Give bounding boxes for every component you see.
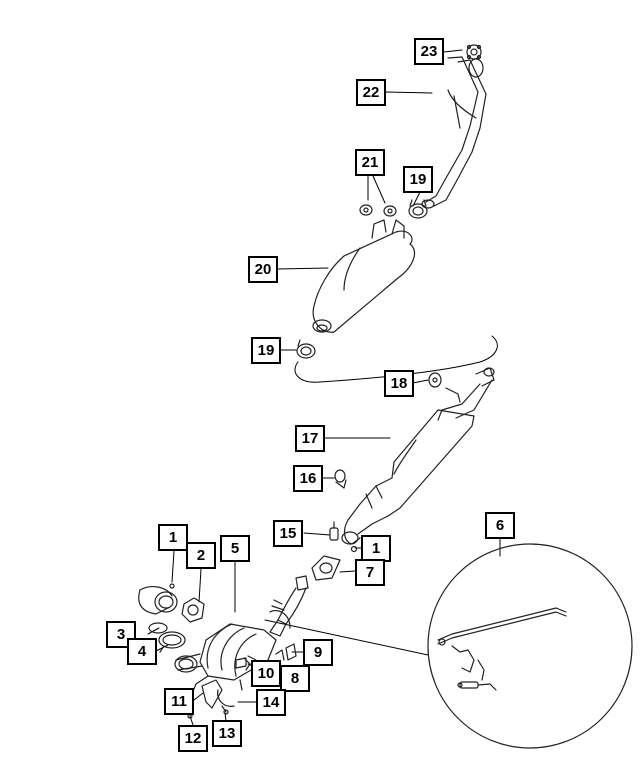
- gasket-3: [148, 622, 168, 634]
- callout-7: 7: [355, 559, 385, 586]
- callout-4: 4: [127, 638, 157, 665]
- isolator-18: [428, 372, 442, 388]
- grommet-23: [466, 44, 482, 60]
- detail-view-6: [427, 543, 633, 749]
- callout-19-upper: 19: [403, 166, 433, 193]
- callout-2: 2: [186, 542, 216, 569]
- callout-15: 15: [273, 520, 303, 547]
- hose-14: [217, 689, 235, 707]
- callout-9: 9: [303, 639, 333, 666]
- bolt-13: [221, 705, 229, 715]
- clamps-21: [359, 204, 397, 217]
- callout-23: 23: [414, 38, 444, 65]
- callout-1-lower: 1: [158, 524, 188, 551]
- gasket-2: [181, 597, 205, 623]
- sensor-9: [285, 643, 297, 661]
- intermediate-pipe-17: [341, 367, 495, 545]
- callout-13: 13: [212, 720, 242, 747]
- callout-22: 22: [356, 79, 386, 106]
- converter-5: [174, 575, 309, 695]
- callout-11: 11: [164, 688, 194, 715]
- callout-14: 14: [256, 689, 286, 716]
- callout-10: 10: [251, 660, 281, 687]
- callout-20: 20: [248, 256, 278, 283]
- callout-12: 12: [178, 725, 208, 752]
- nut-1-upper: [350, 545, 358, 553]
- bracket-11: [201, 679, 223, 709]
- callout-8: 8: [280, 665, 310, 692]
- clamp-19-lower: [296, 339, 316, 359]
- callout-6: 6: [485, 512, 515, 539]
- bracket-10: [243, 657, 251, 671]
- hanger-16: [334, 469, 347, 489]
- callout-16: 16: [293, 465, 323, 492]
- callout-5: 5: [220, 535, 250, 562]
- clip-8: [275, 649, 285, 661]
- muffler-20: [312, 219, 416, 333]
- callout-17: 17: [295, 425, 325, 452]
- leader-lines: [147, 49, 501, 726]
- outlet-pipe-1: [138, 583, 178, 615]
- clamp-19-upper: [408, 199, 428, 219]
- callout-21: 21: [355, 149, 385, 176]
- clamp-4: [158, 631, 186, 653]
- gasket-7: [311, 555, 341, 581]
- callout-18: 18: [384, 370, 414, 397]
- tailpipe-22: [421, 56, 487, 209]
- callout-19-lower: 19: [251, 337, 281, 364]
- sensor-15: [329, 521, 339, 541]
- callout-1-upper: 1: [361, 535, 391, 562]
